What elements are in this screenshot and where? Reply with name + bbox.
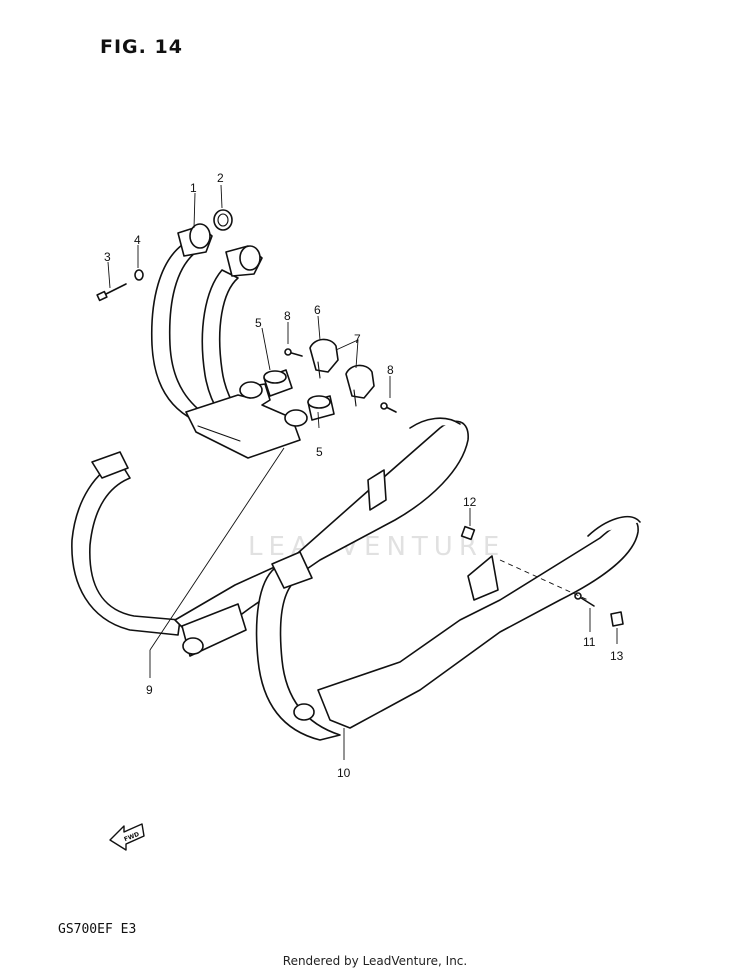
fwd-arrow-icon: FWD	[109, 823, 145, 851]
pipe-clamp	[309, 338, 375, 407]
washer	[134, 269, 144, 281]
callout-5-upper: 5	[255, 316, 262, 330]
callout-7: 7	[354, 332, 361, 346]
callout-2: 2	[217, 171, 224, 185]
callout-4: 4	[134, 233, 141, 247]
figure-title: FIG. 14	[100, 36, 183, 58]
nut	[460, 525, 476, 541]
callout-11: 11	[583, 635, 596, 649]
callout-8-lower: 8	[387, 363, 394, 377]
callout-6: 6	[314, 303, 321, 317]
front-header-pipe-assembly	[150, 223, 308, 459]
alignment-dash-line	[499, 559, 589, 601]
rubber-cushion	[610, 611, 624, 627]
callout-10: 10	[337, 766, 351, 780]
connector-sleeve	[263, 369, 335, 421]
callout-1: 1	[190, 181, 197, 195]
callout-9: 9	[146, 683, 153, 697]
muffler-left	[71, 417, 469, 657]
leader-lines	[107, 184, 618, 760]
callout-3: 3	[104, 250, 111, 264]
muffler-bolt	[574, 592, 595, 607]
callout-5-lower: 5	[316, 445, 323, 459]
footer-credit: Rendered by LeadVenture, Inc.	[282, 954, 468, 968]
bolt	[96, 283, 127, 302]
exhaust-pipe-gasket	[213, 209, 233, 231]
callout-12: 12	[463, 495, 477, 509]
model-code: GS700EF E3	[58, 922, 137, 937]
callout-8-upper: 8	[284, 309, 291, 323]
clamp-bolt	[284, 348, 397, 413]
callout-13: 13	[610, 649, 624, 663]
muffler-right	[255, 515, 641, 741]
